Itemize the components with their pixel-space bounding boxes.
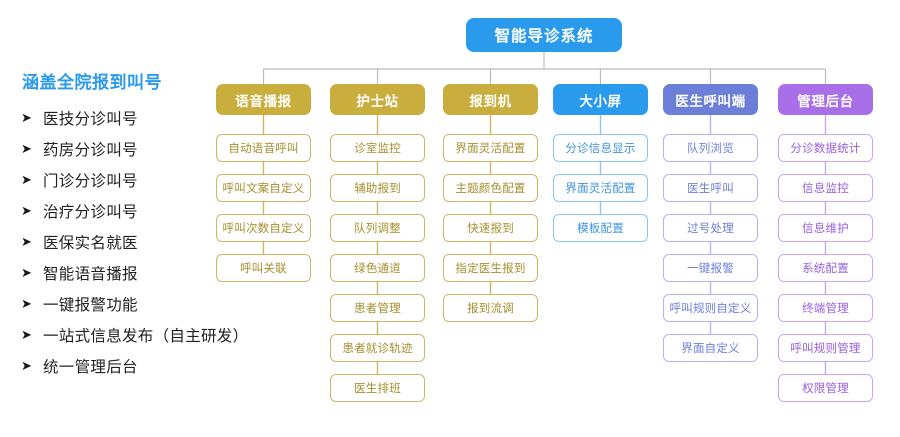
column-header[interactable]: 医生呼叫端 — [663, 84, 758, 115]
column-node-list: 界面灵活配置主题颜色配置快速报到指定医生报到报到流调 — [443, 134, 538, 322]
feature-node[interactable]: 分诊数据统计 — [778, 134, 873, 162]
feature-item-label: 一键报警功能 — [43, 296, 138, 314]
feature-item: ➤ 治疗分诊叫号 — [18, 195, 318, 226]
feature-item-label: 统一管理后台 — [43, 358, 138, 376]
feature-node[interactable]: 系统配置 — [778, 254, 873, 282]
column-node-list: 队列浏览医生呼叫过号处理一键报警呼叫规则自定义界面自定义 — [663, 134, 758, 362]
feature-item-label: 一站式信息发布（自主研发） — [43, 327, 249, 345]
feature-node[interactable]: 报到流调 — [443, 294, 538, 322]
arrow-bullet-icon: ➤ — [21, 265, 32, 280]
feature-node[interactable]: 指定医生报到 — [443, 254, 538, 282]
feature-node[interactable]: 信息维护 — [778, 214, 873, 242]
arrow-bullet-icon: ➤ — [21, 234, 32, 249]
column-header[interactable]: 报到机 — [443, 84, 538, 115]
root-node[interactable]: 智能导诊系统 — [466, 18, 622, 52]
feature-node[interactable]: 一键报警 — [663, 254, 758, 282]
feature-node[interactable]: 呼叫次数自定义 — [216, 214, 311, 242]
feature-list-title: 涵盖全院报到叫号 — [22, 73, 162, 92]
feature-node[interactable]: 主题颜色配置 — [443, 174, 538, 202]
feature-node[interactable]: 辅助报到 — [330, 174, 425, 202]
arrow-bullet-icon: ➤ — [21, 141, 32, 156]
feature-node[interactable]: 自动语音呼叫 — [216, 134, 311, 162]
feature-node[interactable]: 模板配置 — [553, 214, 648, 242]
feature-node[interactable]: 患者就诊轨迹 — [330, 334, 425, 362]
chart-column: 管理后台分诊数据统计信息监控信息维护系统配置终端管理呼叫规则管理权限管理 — [778, 84, 873, 414]
feature-list-items: ➤ 医技分诊叫号 ➤ 药房分诊叫号 ➤ 门诊分诊叫号 ➤ 治疗分诊叫号 ➤ 医保实名就医 ➤ 智能语音… — [18, 102, 318, 381]
feature-item: ➤ 医技分诊叫号 — [18, 102, 318, 133]
chart-column: 语音播报自动语音呼叫呼叫文案自定义呼叫次数自定义呼叫关联 — [216, 84, 311, 294]
feature-item: ➤ 一键报警功能 — [18, 288, 318, 319]
column-node-list: 自动语音呼叫呼叫文案自定义呼叫次数自定义呼叫关联 — [216, 134, 311, 282]
feature-node[interactable]: 队列浏览 — [663, 134, 758, 162]
column-node-list: 诊室监控辅助报到队列调整绿色通道患者管理患者就诊轨迹医生排班 — [330, 134, 425, 402]
chart-column: 护士站诊室监控辅助报到队列调整绿色通道患者管理患者就诊轨迹医生排班 — [330, 84, 425, 414]
feature-node[interactable]: 界面灵活配置 — [443, 134, 538, 162]
feature-node[interactable]: 医生排班 — [330, 374, 425, 402]
feature-node[interactable]: 终端管理 — [778, 294, 873, 322]
arrow-bullet-icon: ➤ — [21, 296, 32, 311]
arrow-bullet-icon: ➤ — [21, 327, 32, 342]
feature-node[interactable]: 快速报到 — [443, 214, 538, 242]
column-header[interactable]: 护士站 — [330, 84, 425, 115]
feature-item-label: 治疗分诊叫号 — [43, 203, 138, 221]
feature-node[interactable]: 诊室监控 — [330, 134, 425, 162]
feature-node[interactable]: 患者管理 — [330, 294, 425, 322]
feature-node[interactable]: 呼叫文案自定义 — [216, 174, 311, 202]
chart-column: 医生呼叫端队列浏览医生呼叫过号处理一键报警呼叫规则自定义界面自定义 — [663, 84, 758, 374]
column-header[interactable]: 大小屏 — [553, 84, 648, 115]
column-node-list: 分诊信息显示界面灵活配置模板配置 — [553, 134, 648, 242]
feature-item-label: 药房分诊叫号 — [43, 141, 138, 159]
column-node-list: 分诊数据统计信息监控信息维护系统配置终端管理呼叫规则管理权限管理 — [778, 134, 873, 402]
feature-node[interactable]: 过号处理 — [663, 214, 758, 242]
feature-item-label: 智能语音播报 — [43, 265, 138, 283]
feature-node[interactable]: 呼叫规则自定义 — [663, 294, 758, 322]
feature-item-label: 门诊分诊叫号 — [43, 172, 138, 190]
chart-column: 大小屏分诊信息显示界面灵活配置模板配置 — [553, 84, 648, 254]
feature-item-label: 医保实名就医 — [43, 234, 138, 252]
column-header[interactable]: 管理后台 — [778, 84, 873, 115]
feature-list: 涵盖全院报到叫号 ➤ 医技分诊叫号 ➤ 药房分诊叫号 ➤ 门诊分诊叫号 ➤ 治疗分诊叫号 ➤ 医保… — [18, 68, 318, 381]
feature-node[interactable]: 医生呼叫 — [663, 174, 758, 202]
feature-node[interactable]: 信息监控 — [778, 174, 873, 202]
arrow-bullet-icon: ➤ — [21, 358, 32, 373]
feature-item: ➤ 智能语音播报 — [18, 257, 318, 288]
feature-item: ➤ 医保实名就医 — [18, 226, 318, 257]
feature-node[interactable]: 呼叫规则管理 — [778, 334, 873, 362]
feature-node[interactable]: 分诊信息显示 — [553, 134, 648, 162]
column-header[interactable]: 语音播报 — [216, 84, 311, 115]
feature-node[interactable]: 权限管理 — [778, 374, 873, 402]
feature-item-label: 医技分诊叫号 — [43, 110, 138, 128]
chart-column: 报到机界面灵活配置主题颜色配置快速报到指定医生报到报到流调 — [443, 84, 538, 334]
feature-item: ➤ 药房分诊叫号 — [18, 133, 318, 164]
feature-item: ➤ 统一管理后台 — [18, 350, 318, 381]
feature-node[interactable]: 呼叫关联 — [216, 254, 311, 282]
feature-item: ➤ 一站式信息发布（自主研发） — [18, 319, 318, 350]
arrow-bullet-icon: ➤ — [21, 172, 32, 187]
feature-node[interactable]: 队列调整 — [330, 214, 425, 242]
feature-node[interactable]: 绿色通道 — [330, 254, 425, 282]
feature-node[interactable]: 界面灵活配置 — [553, 174, 648, 202]
feature-item: ➤ 门诊分诊叫号 — [18, 164, 318, 195]
arrow-bullet-icon: ➤ — [21, 110, 32, 125]
feature-node[interactable]: 界面自定义 — [663, 334, 758, 362]
arrow-bullet-icon: ➤ — [21, 203, 32, 218]
